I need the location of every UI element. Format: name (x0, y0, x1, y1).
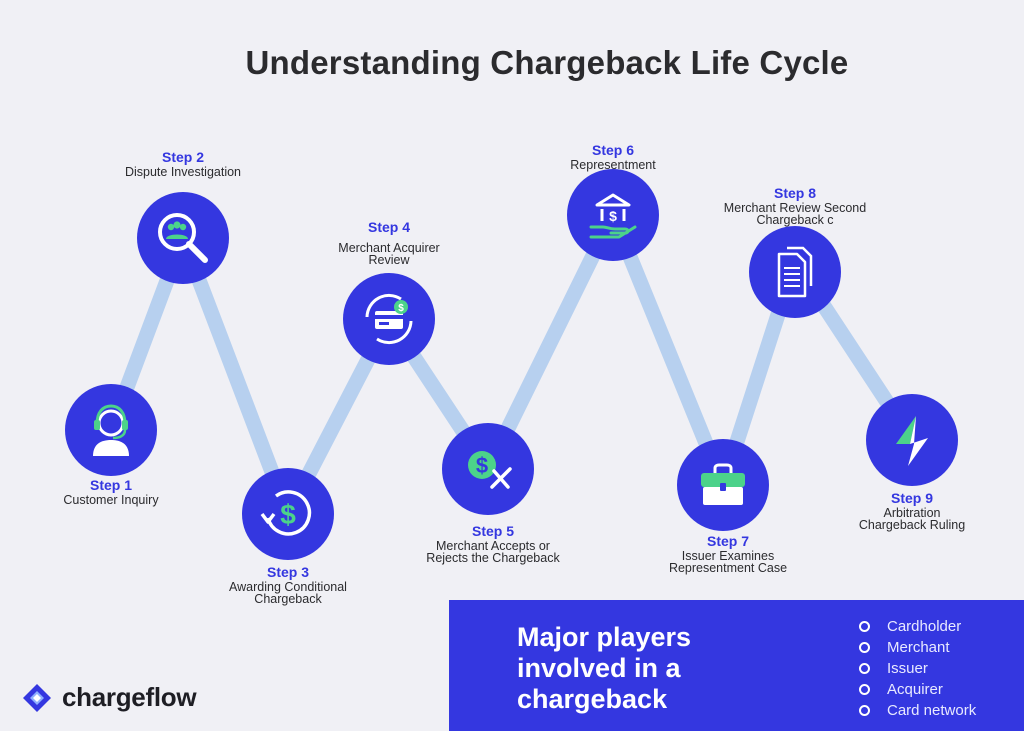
svg-text:$: $ (280, 499, 296, 530)
step-description: Arbitration Chargeback Ruling (858, 506, 966, 532)
step-4-label: Step 4 Merchant Acquirer Review (334, 218, 444, 266)
player-label: Acquirer (887, 681, 943, 698)
step-2-label: Step 2 Dispute Investigation (113, 148, 253, 178)
chargeflow-logo-icon (23, 683, 51, 712)
step-description: Merchant Accepts or Rejects the Chargeba… (426, 539, 560, 565)
step-1-label: Step 1 Customer Inquiry (55, 476, 167, 506)
step-number: Step 1 (89, 477, 132, 493)
player-label: Issuer (887, 660, 928, 677)
list-item: Acquirer (859, 679, 976, 700)
player-label: Card network (887, 702, 977, 719)
list-item: Card network (859, 700, 976, 721)
circle-bullet-icon (859, 684, 870, 695)
step-number: Step 5 (471, 523, 514, 539)
step-number: Step 3 (266, 564, 309, 580)
step-8-label: Step 8 Merchant Review Second Chargeback… (700, 184, 890, 226)
svg-text:$: $ (476, 453, 488, 478)
step-5-label: Step 5 Merchant Accepts or Rejects the C… (418, 522, 568, 564)
documents-icon (777, 246, 813, 298)
circle-bullet-icon (859, 663, 870, 674)
brand-name: chargeflow (62, 682, 197, 712)
step-number: Step 9 (890, 490, 933, 506)
step-number: Step 2 (161, 149, 204, 165)
briefcase-icon (701, 463, 745, 505)
step-3-circle: $ (242, 468, 334, 560)
step-1-circle (65, 384, 157, 476)
step-3-label: Step 3 Awarding Conditional Chargeback (228, 563, 348, 605)
step-5-circle: $ (442, 423, 534, 515)
player-label: Cardholder (887, 618, 962, 635)
step-8-circle (749, 226, 841, 318)
step-9-label: Step 9 Arbitration Chargeback Ruling (852, 489, 972, 531)
step-6-label: Step 6 Representment (543, 141, 683, 171)
step-9-circle (866, 394, 958, 486)
panel-title: Major players involved in a chargeback (517, 622, 692, 714)
dollar-reject-icon: $ (468, 451, 512, 489)
step-description: Representment (570, 158, 656, 172)
step-description: Dispute Investigation (124, 165, 242, 179)
step-number: Step 6 (591, 142, 634, 158)
page-title: Understanding Chargeback Life Cycle (245, 44, 849, 81)
magnifier-group-icon (158, 213, 208, 263)
step-description: Customer Inquiry (63, 493, 159, 507)
step-number: Step 4 (367, 219, 410, 235)
step-7-circle (677, 439, 769, 531)
circle-bullet-icon (859, 621, 870, 632)
major-players-panel: Major players involved in a chargeback C… (449, 600, 1024, 731)
circle-bullet-icon (859, 642, 870, 653)
card-cycle-icon: $ (365, 293, 413, 345)
list-item: Issuer (859, 658, 976, 679)
step-description: Merchant Acquirer Review (338, 241, 440, 267)
step-6-circle: $ (567, 169, 659, 261)
dollar-refresh-icon: $ (260, 490, 312, 536)
step-description: Awarding Conditional Chargeback (229, 580, 347, 606)
step-description: Merchant Review Second Chargeback c (723, 201, 867, 227)
step-7-label: Step 7 Issuer Examines Representment Cas… (648, 532, 808, 574)
step-2-circle (137, 192, 229, 284)
players-list: Cardholder Merchant Issuer Acquirer Card… (859, 616, 976, 721)
brand-logo: chargeflow (22, 682, 197, 713)
bank-hand-icon: $ (589, 193, 637, 239)
step-description: Issuer Examines Representment Case (668, 549, 788, 575)
lightning-icon (896, 416, 928, 466)
circle-bullet-icon (859, 705, 870, 716)
step-number: Step 7 (706, 533, 749, 549)
list-item: Merchant (859, 637, 976, 658)
player-label: Merchant (887, 639, 950, 656)
svg-text:$: $ (398, 303, 404, 314)
step-number: Step 8 (773, 185, 816, 201)
list-item: Cardholder (859, 616, 976, 637)
svg-text:$: $ (609, 208, 617, 224)
headset-agent-icon (93, 404, 129, 456)
step-4-circle: $ (343, 273, 435, 365)
